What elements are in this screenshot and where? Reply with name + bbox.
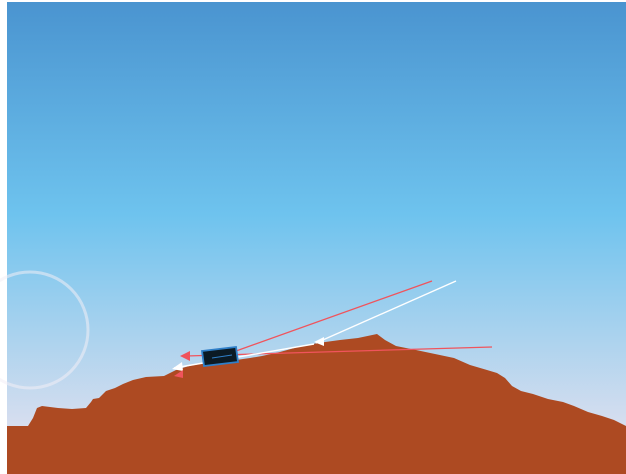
vehicle-icon[interactable] [202,347,238,366]
